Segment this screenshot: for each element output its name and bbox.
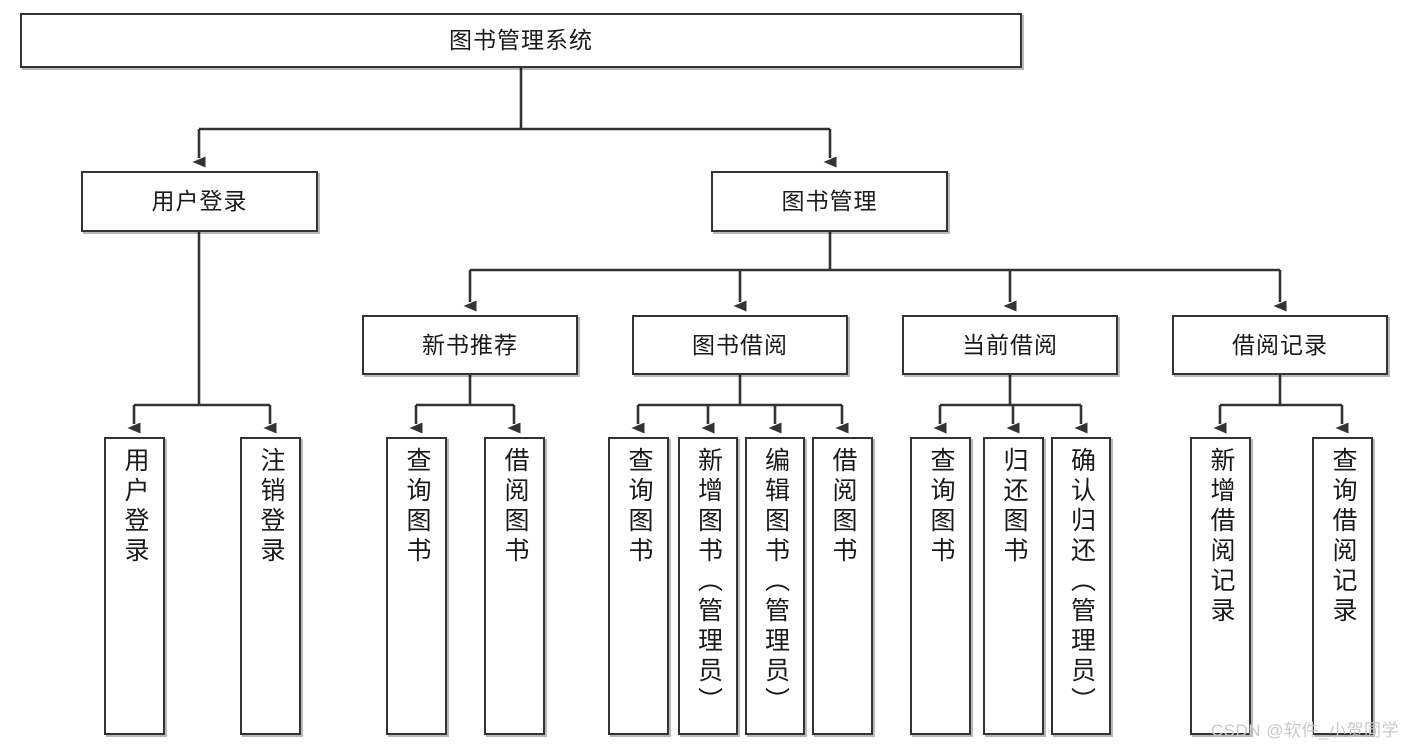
node-current-borrow-label: 当前借阅 [962,331,1058,358]
leaf-query-book-borrow[interactable]: 查询图书 [608,437,669,735]
leaf-query-book-current[interactable]: 查询图书 [910,437,971,735]
node-book-management-label: 图书管理 [781,188,878,215]
leaf-query-borrow-record[interactable]: 查询借阅记录 [1312,437,1373,735]
node-new-book-recommend[interactable]: 新书推荐 [362,315,578,375]
node-user-login[interactable]: 用户登录 [81,171,318,232]
leaf-borrow-book-label: 借阅图书 [829,447,857,567]
leaf-query-book-borrow-label: 查询图书 [625,447,653,567]
leaf-query-borrow-record-label: 查询借阅记录 [1329,447,1357,627]
node-book-borrow[interactable]: 图书借阅 [632,315,848,375]
node-borrow-record-label: 借阅记录 [1232,331,1328,358]
leaf-borrow-book-recommend-label: 借阅图书 [501,447,529,567]
leaf-add-book-admin[interactable]: 新增图书（管理员） [678,437,738,735]
node-book-borrow-label: 图书借阅 [692,331,788,358]
leaf-borrow-book-recommend[interactable]: 借阅图书 [484,437,545,735]
leaf-user-login-label: 用户登录 [121,447,149,567]
leaf-logout[interactable]: 注销登录 [240,437,301,735]
node-book-management[interactable]: 图书管理 [711,171,948,232]
node-root-label: 图书管理系统 [449,27,593,54]
leaf-return-book[interactable]: 归还图书 [983,437,1044,735]
leaf-edit-book-admin-label: 编辑图书（管理员） [761,447,790,717]
node-user-login-label: 用户登录 [151,188,248,215]
leaf-add-book-admin-label: 新增图书（管理员） [694,447,723,717]
leaf-query-book-current-label: 查询图书 [927,447,955,567]
leaf-borrow-book[interactable]: 借阅图书 [812,437,873,735]
leaf-query-book-recommend-label: 查询图书 [403,447,431,567]
leaf-add-borrow-record[interactable]: 新增借阅记录 [1190,437,1251,735]
leaf-confirm-return-admin-label: 确认归还（管理员） [1067,447,1096,717]
node-root[interactable]: 图书管理系统 [20,13,1022,68]
leaf-confirm-return-admin[interactable]: 确认归还（管理员） [1051,437,1111,735]
leaf-edit-book-admin[interactable]: 编辑图书（管理员） [745,437,805,735]
leaf-add-borrow-record-label: 新增借阅记录 [1207,447,1235,627]
node-borrow-record[interactable]: 借阅记录 [1172,315,1388,375]
leaf-return-book-label: 归还图书 [1000,447,1028,567]
leaf-logout-label: 注销登录 [257,447,285,567]
node-current-borrow[interactable]: 当前借阅 [902,315,1118,375]
node-new-book-recommend-label: 新书推荐 [422,331,518,358]
leaf-query-book-recommend[interactable]: 查询图书 [386,437,447,735]
leaf-user-login[interactable]: 用户登录 [104,437,165,735]
